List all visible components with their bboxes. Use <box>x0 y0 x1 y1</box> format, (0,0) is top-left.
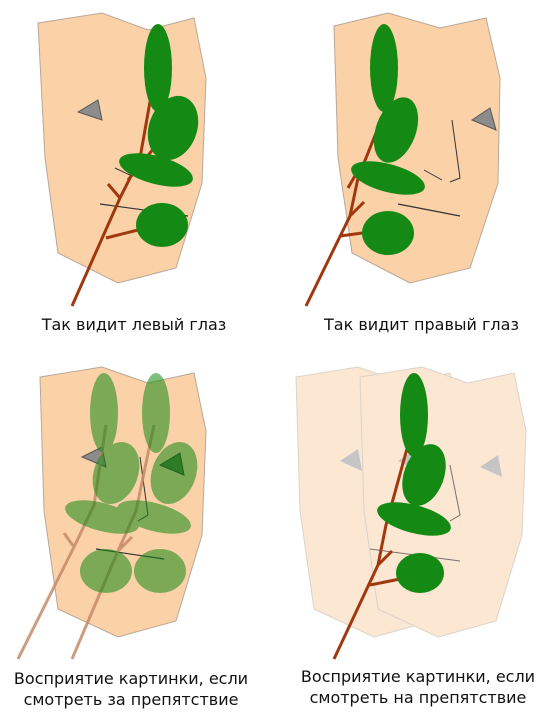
leaf <box>136 203 188 247</box>
behind-illustration <box>14 365 224 665</box>
leaf <box>400 373 428 457</box>
panel-behind <box>14 365 224 665</box>
left-eye-illustration <box>30 8 220 308</box>
leaf <box>134 549 186 593</box>
caption-left-eye: Так видит левый глаз <box>0 314 268 335</box>
on-obstacle-illustration <box>290 365 530 665</box>
right-eye-illustration <box>300 8 530 308</box>
face <box>334 13 500 283</box>
panel-on-obstacle <box>290 365 530 665</box>
caption-right-eye: Так видит правый глаз <box>290 314 553 335</box>
leaf <box>370 24 398 112</box>
caption-behind: Восприятие картинки, если смотреть за пр… <box>0 668 262 710</box>
face <box>40 367 206 637</box>
leaf <box>80 549 132 593</box>
panel-right-eye <box>300 8 530 308</box>
leaf <box>396 553 444 593</box>
panel-left-eye <box>30 8 220 308</box>
face <box>360 367 526 637</box>
caption-on-obstacle: Восприятие картинки, если смотреть на пр… <box>284 666 552 708</box>
leaf <box>362 211 414 255</box>
leaf <box>142 373 170 453</box>
leaf <box>90 373 118 453</box>
